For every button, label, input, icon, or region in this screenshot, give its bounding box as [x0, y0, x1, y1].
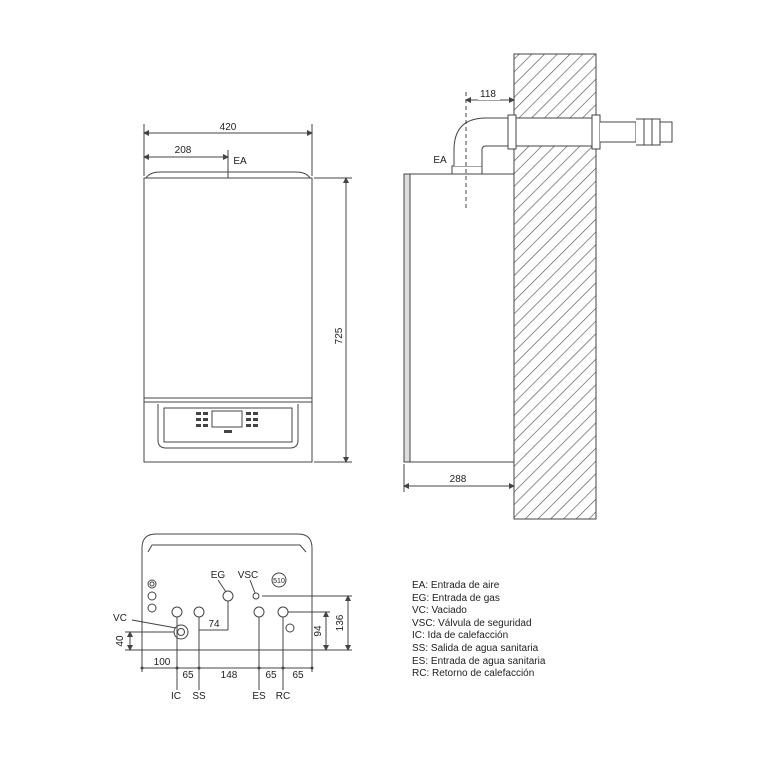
- dim-40-label: 40: [115, 635, 126, 647]
- leader-vsc: [249, 579, 256, 594]
- legend-item-ea: EA: Entrada de aire: [412, 580, 500, 591]
- flue-pipe-wall: [513, 117, 593, 147]
- hole-1-inner: [149, 581, 155, 587]
- legend-item-rc: RC: Retorno de calefacción: [412, 668, 535, 680]
- control-panel-inner: [163, 407, 293, 443]
- label-rc: RC: [276, 691, 290, 702]
- legend-item-eg: EG: Entrada de gas: [412, 592, 500, 604]
- flue-clamp: [507, 114, 517, 150]
- side-view: [403, 53, 673, 520]
- dim-chain-ticks: [140, 666, 314, 670]
- legend-item-vsc: VSC: Válvula de seguridad: [412, 617, 532, 629]
- dim-136-label: 136: [335, 614, 346, 631]
- dim-flue-label: 118: [480, 89, 496, 100]
- boiler-side-front-face: [403, 173, 411, 463]
- flue-ring: [591, 114, 601, 150]
- dim-148-label: 148: [221, 670, 238, 681]
- label-vc: VC: [113, 613, 127, 624]
- flue-terminal: [600, 121, 637, 143]
- legend: EA: Entrada de aire EG: Entrada de gas V…: [412, 580, 545, 681]
- boiler-body-front: [143, 177, 313, 463]
- leader-eg: [217, 579, 227, 593]
- boiler-body-side: [403, 173, 515, 463]
- pressure-valve: [271, 572, 287, 588]
- dim-depth-label: 288: [450, 474, 467, 485]
- ea-label-side: EA: [433, 155, 447, 166]
- legend-item-vc: VC: Vaciado: [412, 605, 467, 617]
- dim-width-label: 420: [220, 122, 237, 133]
- pressure-valve-label: 510: [273, 578, 285, 585]
- dim-offset-label: 208: [175, 145, 192, 156]
- dim-65a-label: 65: [182, 670, 194, 681]
- small-fitting: [285, 623, 295, 633]
- dim-74-label: 74: [208, 619, 220, 630]
- bottom-inner-edge: [147, 544, 307, 553]
- hole-2: [147, 591, 157, 601]
- hole-3: [147, 603, 157, 613]
- label-es: ES: [252, 691, 266, 702]
- label-vsc: VSC: [238, 570, 259, 581]
- control-buttons: [196, 412, 258, 433]
- flue-terminal-end: [659, 121, 673, 143]
- dim-94-label: 94: [313, 625, 324, 637]
- flue-elbow: [453, 117, 515, 166]
- dim-height-label: 725: [334, 327, 345, 344]
- boiler-bottom-outline: [141, 533, 313, 651]
- label-eg: EG: [211, 570, 226, 581]
- connection-vsc: [252, 592, 260, 600]
- flue-terminal-cap: [636, 118, 661, 146]
- legend-item-ss: SS: Salida de agua sanitaria: [412, 642, 539, 654]
- dim-100-label: 100: [154, 657, 171, 668]
- label-ss: SS: [192, 691, 206, 702]
- label-ic: IC: [171, 691, 181, 702]
- flue-collar: [451, 165, 483, 175]
- display-screen: [211, 410, 243, 428]
- dim-65b-label: 65: [265, 670, 277, 681]
- legend-item-ic: IC: Ida de calefacción: [412, 630, 509, 642]
- ea-label-front: EA: [233, 156, 247, 167]
- front-view: [143, 124, 352, 463]
- flue-dim-bg: [478, 88, 500, 100]
- legend-item-es: ES: Entrada de agua sanitaria: [412, 655, 546, 667]
- leader-vc: [131, 619, 177, 629]
- control-panel: [157, 404, 299, 449]
- bottom-view: [125, 533, 352, 690]
- hole-1: [147, 579, 157, 589]
- dim-65c-label: 65: [292, 670, 304, 681]
